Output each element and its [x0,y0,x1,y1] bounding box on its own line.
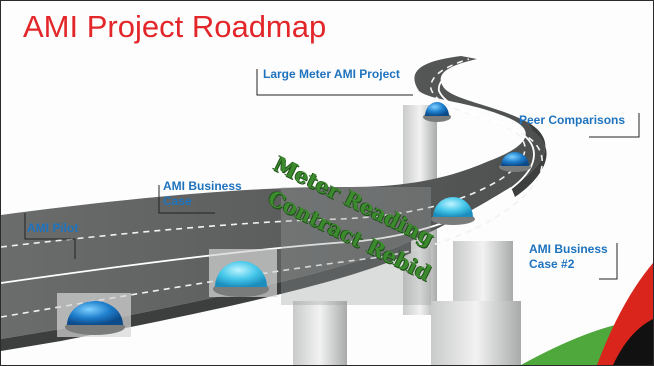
road-pillar [293,301,347,365]
blue-dome-marker-icon [215,261,267,287]
callout-line-peer-comparisons [589,113,640,138]
label-line: Case [163,194,192,208]
accent-black-shape [613,319,653,365]
milestone-label-ami-business-case-2: AMI Business Case #2 [529,242,608,272]
callout-line-ami-pilot [24,213,76,259]
contract-rebid-area [281,187,431,305]
blue-dome-marker-icon [425,102,449,116]
label-line: Peer Comparisons [519,113,626,127]
label-line: AMI Business [529,242,608,256]
milestone-marker-ami-business-case [209,249,277,297]
road-pillar [431,301,521,365]
milestone-label-peer-comparisons: Peer Comparisons [519,113,625,128]
slide-title: AMI Project Roadmap [23,9,327,44]
milestone-label-ami-business-case: AMI Business Case [163,179,242,209]
milestone-marker-ami-pilot [57,293,131,337]
blue-dome-marker-icon [433,197,473,217]
callout-line-ami-business-case-2 [599,243,618,280]
label-line: AMI Business [163,179,242,193]
milestone-label-large-meter: Large Meter AMI Project [263,67,400,82]
callout-line-large-meter [256,69,413,96]
milestone-marker-peer-comparisons [499,152,531,172]
milestone-label-ami-pilot: AMI Pilot [27,221,78,236]
callout-line-ami-business-case [158,185,215,214]
milestone-marker-ami-business-case-2 [431,197,475,225]
blue-dome-marker-icon [501,152,529,166]
road-lane-line [1,58,526,248]
road-lane-line [1,132,544,318]
label-line: Large Meter AMI Project [263,67,400,81]
label-line: Case #2 [529,257,575,271]
label-line: AMI Pilot [27,221,79,235]
road-surface [1,56,546,339]
road-edge [511,123,547,197]
blue-dome-marker-icon [67,301,123,325]
milestone-marker-large-meter [423,102,451,122]
